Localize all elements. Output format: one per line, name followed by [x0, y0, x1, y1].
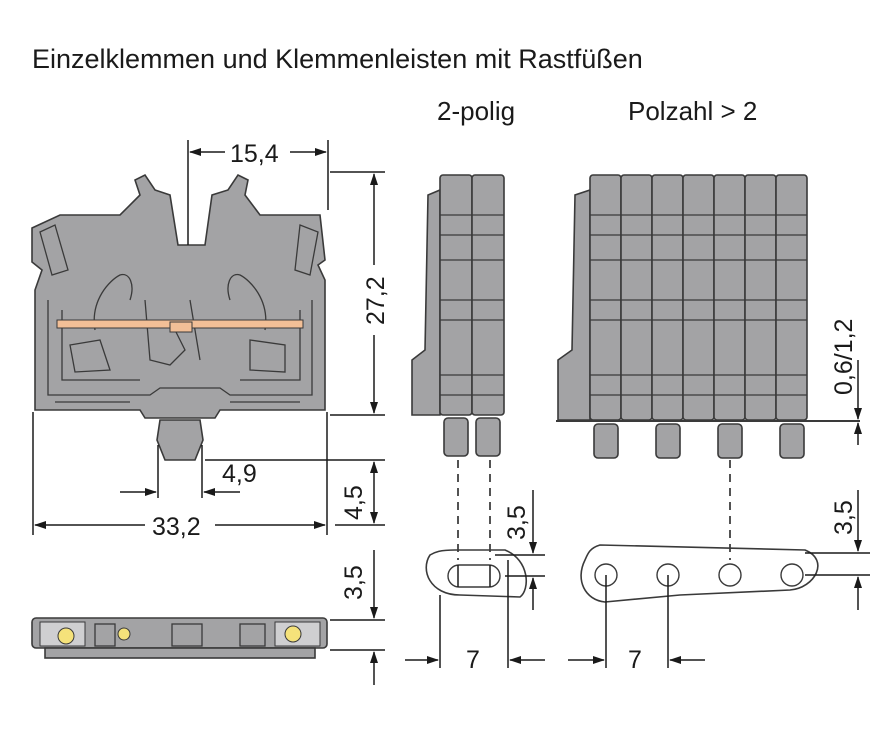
two-pole-side-view: 7 3,5: [405, 174, 545, 674]
multi-pole-side-view: 7 3,5 0,6/1,2: [556, 174, 870, 674]
snap-foot: [156, 419, 204, 461]
dim-foot-height: 4,5: [340, 485, 368, 520]
dim-bottom-view-height: 3,5: [340, 565, 368, 600]
label-multi-pole: Polzahl > 2: [628, 96, 757, 126]
dim-two-pole-pitch: 7: [466, 646, 480, 674]
dim-height: 27,2: [362, 276, 390, 325]
front-dimensions: 15,4 27,2 4,9 4,5 33,2: [32, 140, 390, 541]
page-title: Einzelklemmen und Klemmenleisten mit Ras…: [32, 44, 643, 74]
dim-two-pole-offset: 3,5: [503, 505, 531, 540]
dim-foot-width: 4,9: [222, 460, 257, 488]
dim-multi-pole-offset: 3,5: [830, 500, 858, 535]
dim-total-width: 33,2: [152, 513, 201, 541]
terminal-front-view: [31, 173, 326, 461]
dim-rail-thickness: 0,6/1,2: [830, 319, 858, 395]
terminal-bottom-view: 3,5: [31, 550, 385, 685]
dim-top-width: 15,4: [230, 140, 279, 168]
label-two-pole: 2-polig: [437, 96, 515, 126]
dim-multi-pole-pitch: 7: [628, 646, 642, 674]
